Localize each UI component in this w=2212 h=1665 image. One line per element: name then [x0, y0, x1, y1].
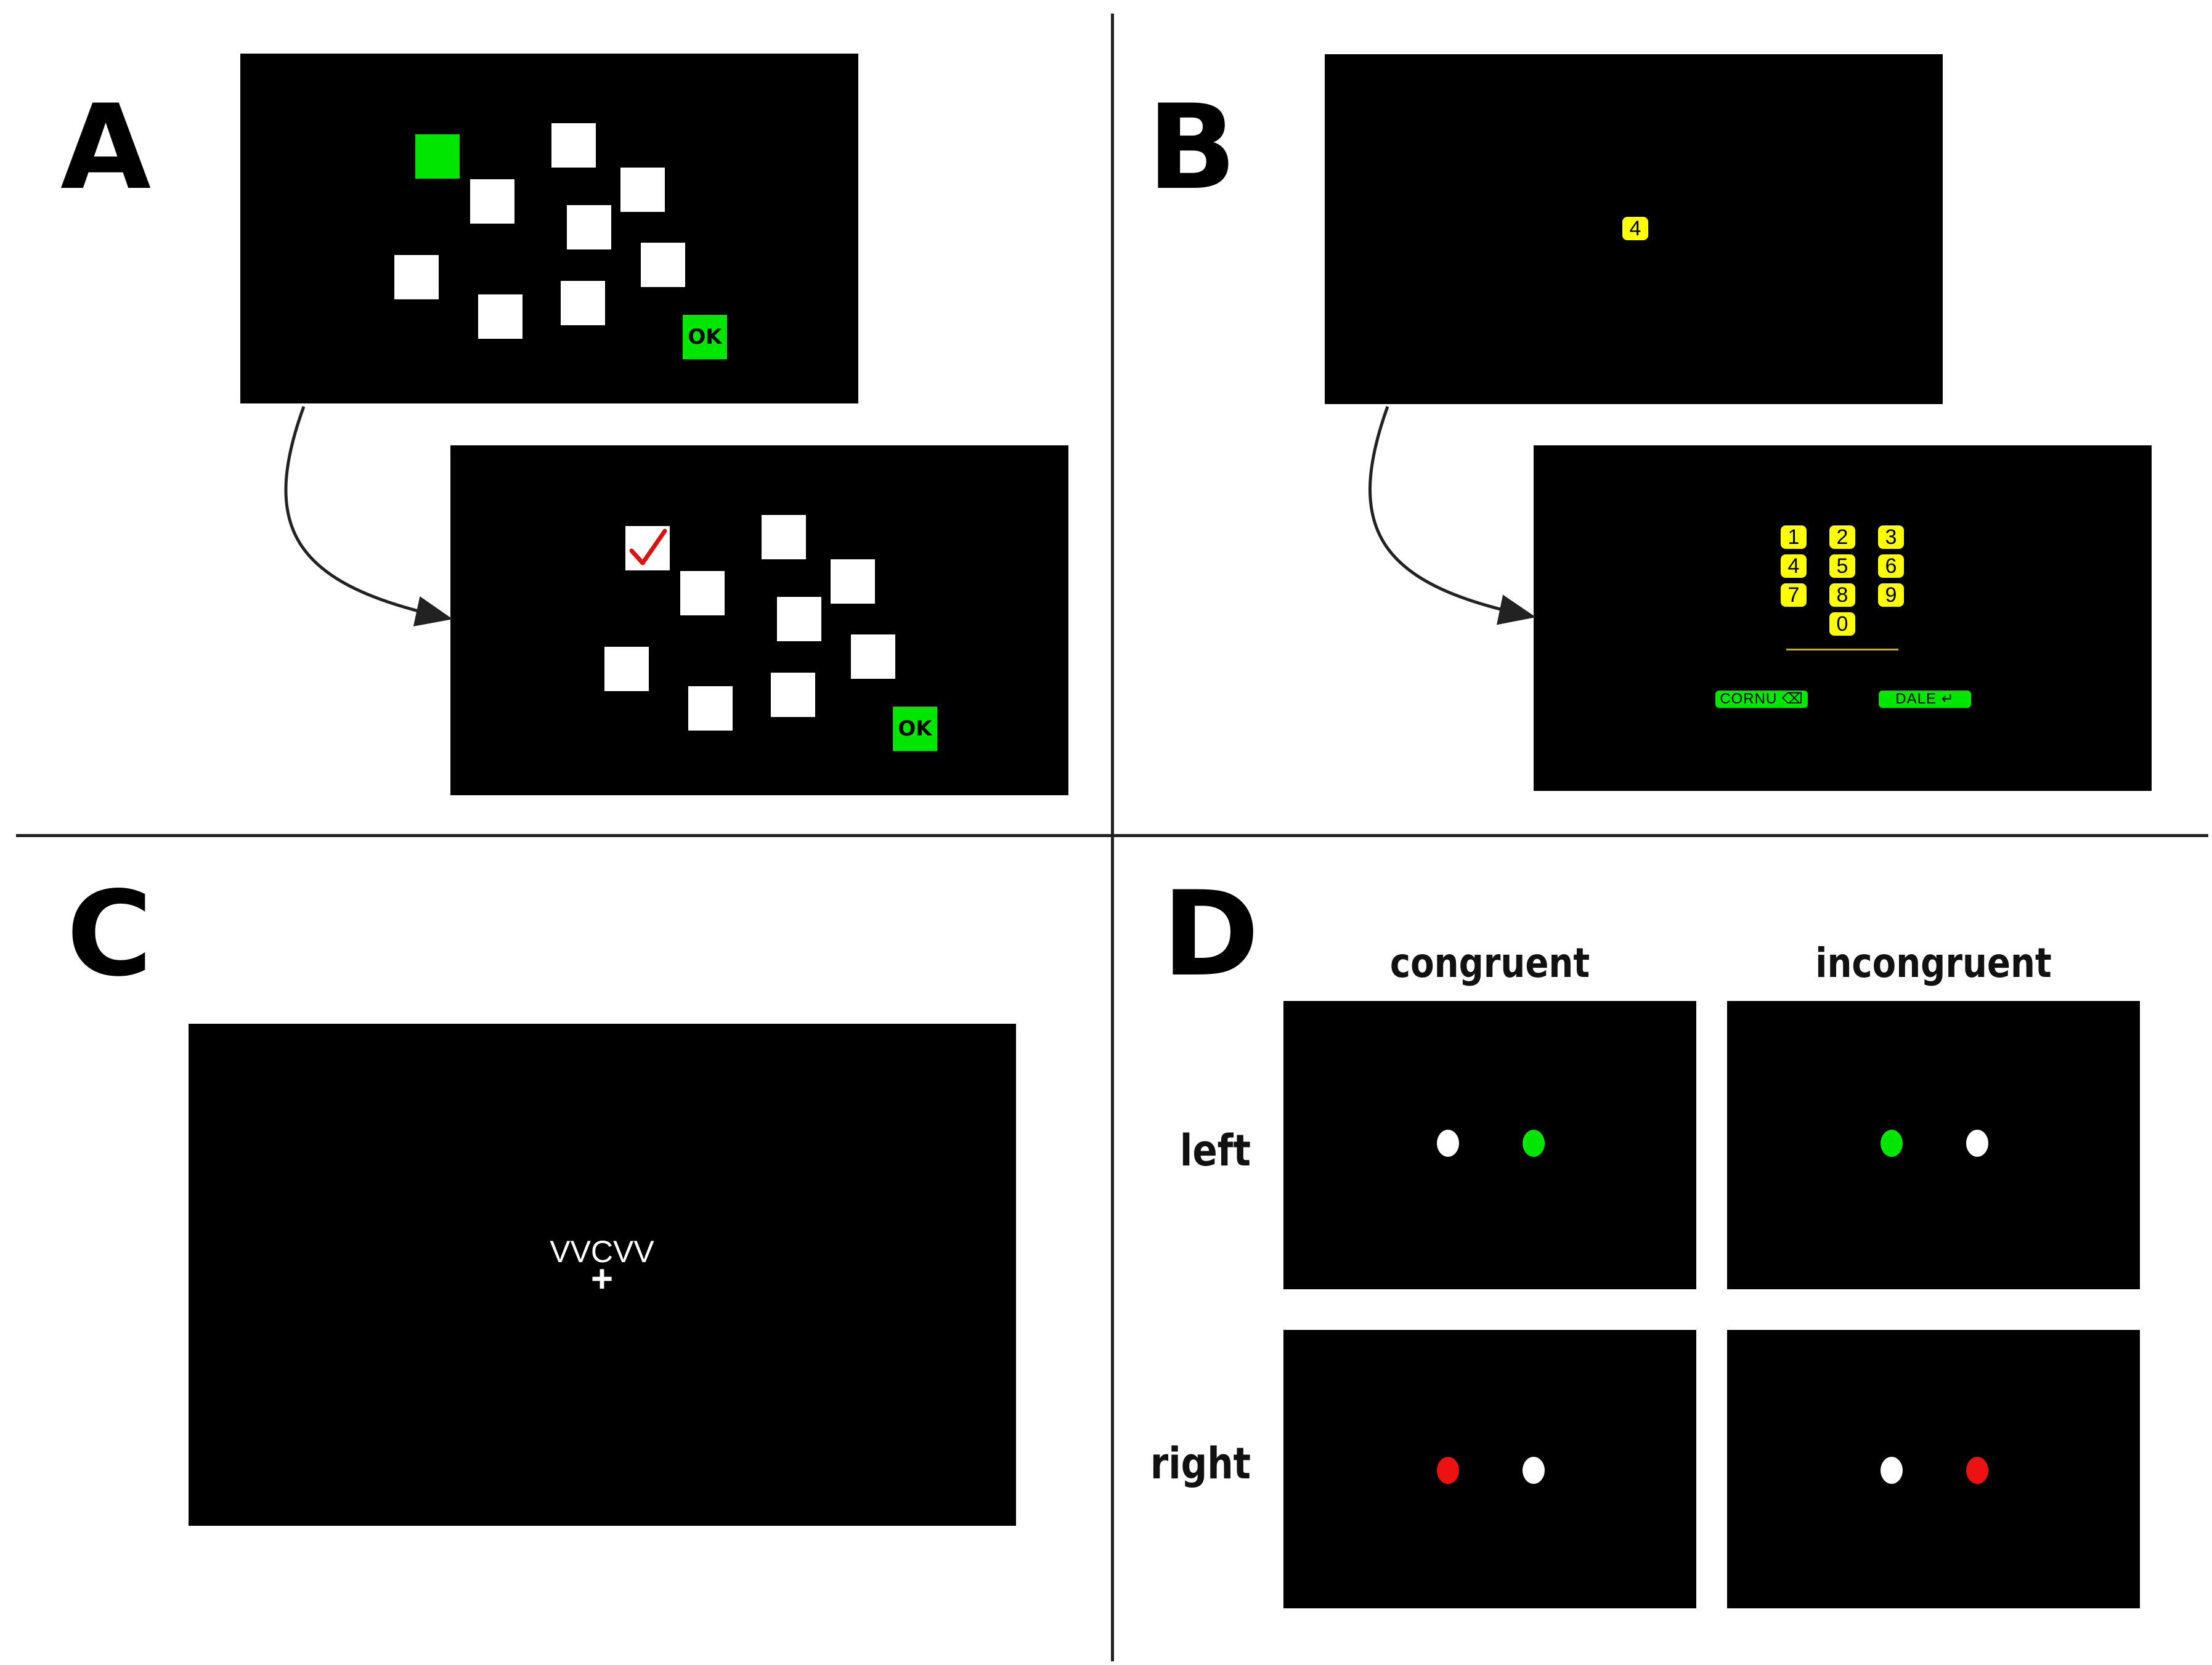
- panel-a-screen-1: OK: [240, 54, 858, 403]
- panel-d-letter: D: [1162, 866, 1259, 1002]
- panel-a-screen-2: OK: [450, 445, 1068, 795]
- keypad-key[interactable]: 3: [1878, 525, 1904, 549]
- answer-underline: [1786, 649, 1898, 650]
- keypad-key[interactable]: 4: [1781, 554, 1807, 578]
- memory-square: [831, 559, 875, 604]
- target-dot: [1437, 1457, 1459, 1484]
- column-label-congruent: congruent: [1389, 939, 1590, 987]
- ok-button[interactable]: OK: [893, 707, 937, 751]
- memory-square: [551, 123, 596, 168]
- digit-stimulus: 4: [1622, 217, 1648, 240]
- column-label-incongruent: incongruent: [1815, 939, 2052, 987]
- congruent-right-screen: [1283, 1330, 1696, 1608]
- memory-square: [641, 243, 685, 287]
- clear-button[interactable]: CORNU ⌫: [1715, 691, 1808, 708]
- memory-square: [771, 673, 815, 717]
- panel-b-screen-2: 1 2 3 4 5 6 7 8 9 0 CORNU ⌫ DALE ↵: [1534, 445, 2152, 791]
- keypad-key[interactable]: 8: [1829, 583, 1855, 607]
- neutral-dot: [1966, 1130, 1988, 1157]
- memory-square: [851, 634, 895, 679]
- memory-square: [478, 294, 523, 339]
- checkmark-icon: [629, 529, 667, 565]
- memory-square: [567, 205, 611, 249]
- keypad-key[interactable]: 1: [1781, 525, 1807, 549]
- congruent-left-screen: [1283, 1001, 1696, 1289]
- target-dot: [1966, 1457, 1988, 1484]
- memory-square: [620, 168, 665, 212]
- memory-square: [688, 686, 733, 731]
- row-label-right: right: [1150, 1438, 1251, 1489]
- fixation-cross: +: [590, 1258, 614, 1300]
- horizontal-divider: [16, 834, 2208, 837]
- memory-square: [680, 571, 725, 615]
- keypad-key[interactable]: 9: [1878, 583, 1904, 607]
- target-dot: [1881, 1130, 1903, 1157]
- neutral-dot: [1437, 1130, 1459, 1157]
- target-dot: [1523, 1130, 1545, 1157]
- memory-square: [762, 515, 806, 559]
- incongruent-right-screen: [1727, 1330, 2140, 1608]
- panel-c-letter: C: [67, 866, 153, 1002]
- panel-b-letter: B: [1147, 79, 1237, 216]
- keypad-key[interactable]: 7: [1781, 583, 1807, 607]
- keypad-key[interactable]: 2: [1829, 525, 1855, 549]
- keypad-key[interactable]: 6: [1878, 554, 1904, 578]
- highlighted-square: [415, 134, 460, 179]
- keypad-key[interactable]: 0: [1829, 612, 1855, 636]
- neutral-dot: [1523, 1457, 1545, 1484]
- memory-square: [394, 255, 439, 299]
- panel-b-screen-1: 4: [1325, 54, 1943, 404]
- row-label-left: left: [1179, 1125, 1251, 1176]
- memory-square: [470, 179, 514, 224]
- panel-a-letter: A: [60, 79, 152, 216]
- incongruent-left-screen: [1727, 1001, 2140, 1289]
- vertical-divider: [1111, 14, 1114, 1661]
- neutral-dot: [1881, 1457, 1903, 1484]
- submit-button[interactable]: DALE ↵: [1879, 691, 1971, 708]
- memory-square: [604, 647, 649, 691]
- memory-square: [777, 597, 821, 641]
- selected-square: [625, 526, 670, 570]
- panel-c-screen: VVCVV +: [189, 1024, 1016, 1526]
- memory-square: [561, 281, 605, 325]
- stimulus-string: VVCVV: [550, 1234, 654, 1269]
- keypad-key[interactable]: 5: [1829, 554, 1855, 578]
- ok-button[interactable]: OK: [683, 315, 727, 359]
